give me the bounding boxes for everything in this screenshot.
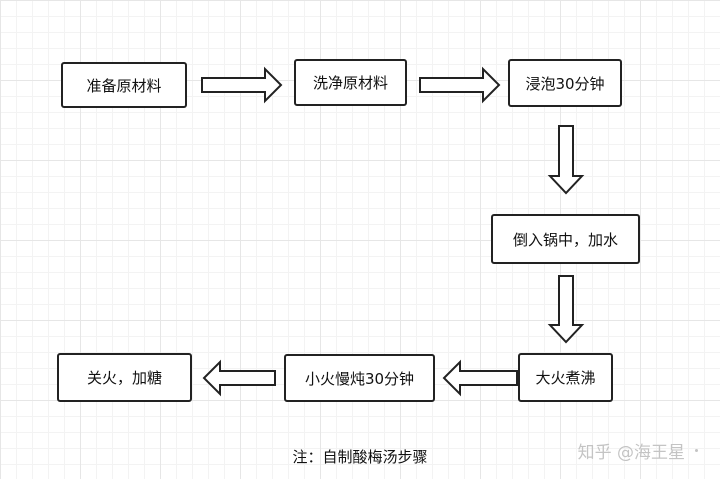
- step-wash-ingredients: 洗净原材料: [294, 59, 407, 106]
- step-boil-high-heat: 大火煮沸: [518, 353, 613, 402]
- step-label: 准备原材料: [86, 76, 162, 95]
- arrow-s4-to-s5: [547, 275, 585, 344]
- step-simmer-30min: 小火慢炖30分钟: [284, 354, 435, 402]
- arrow-s3-to-s4: [547, 125, 585, 195]
- arrow-s1-to-s2: [201, 66, 283, 104]
- step-label: 大火煮沸: [535, 369, 596, 387]
- arrow-s5-to-s6: [442, 359, 518, 397]
- arrow-s6-to-s7: [202, 359, 276, 397]
- watermark-text: 知乎 @海王星: [577, 443, 685, 463]
- step-label: 浸泡30分钟: [525, 74, 605, 93]
- step-prepare-ingredients: 准备原材料: [61, 62, 187, 108]
- watermark: 知乎 @海王星: [578, 438, 698, 463]
- step-turn-off-add-sugar: 关火，加糖: [57, 353, 192, 402]
- step-pour-add-water: 倒入锅中，加水: [491, 214, 640, 264]
- step-label: 关火，加糖: [86, 369, 162, 387]
- step-label: 小火慢炖30分钟: [304, 369, 415, 388]
- arrow-s2-to-s3: [419, 66, 501, 104]
- step-soak-30min: 浸泡30分钟: [508, 59, 622, 107]
- watermark-dot-icon: [695, 449, 698, 452]
- diagram-caption: 注：自制酸梅汤步骤: [292, 448, 428, 466]
- step-label: 洗净原材料: [312, 74, 388, 92]
- step-label: 倒入锅中，加水: [512, 230, 618, 249]
